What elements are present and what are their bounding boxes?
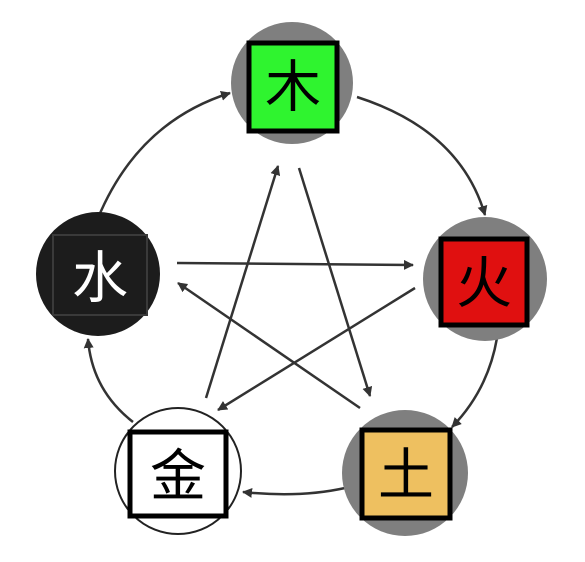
fire-node: 火 [423, 217, 547, 341]
metal-box [127, 429, 229, 519]
fire-box [438, 236, 530, 328]
arrow-wood-to-earth [297, 167, 373, 397]
earth-node: 土 [342, 410, 468, 536]
water-character: 水 [72, 247, 128, 312]
fire-character: 火 [456, 252, 512, 317]
water-box [52, 234, 148, 316]
wood-node: 木 [231, 22, 353, 144]
arrow-earth-to-water [177, 281, 361, 410]
arrow-metal-to-water [83, 338, 134, 423]
arrow-wood-to-fire [356, 95, 488, 216]
arrow-earth-to-metal [242, 486, 346, 498]
water-node: 水 [36, 212, 160, 336]
earth-character: 土 [378, 444, 434, 509]
metal-node: 金 [114, 407, 242, 535]
earth-box [359, 427, 453, 521]
generating-cycle [83, 90, 499, 498]
arrow-fire-to-metal [217, 286, 416, 412]
arrow-fire-to-earth [451, 337, 499, 428]
wood-character: 木 [265, 56, 321, 121]
arrow-water-to-wood [96, 90, 231, 219]
controlling-cycle [176, 165, 416, 412]
arrow-metal-to-wood [204, 165, 281, 399]
arrow-water-to-fire [176, 259, 414, 270]
wood-box [246, 40, 340, 134]
metal-character: 金 [150, 445, 206, 510]
